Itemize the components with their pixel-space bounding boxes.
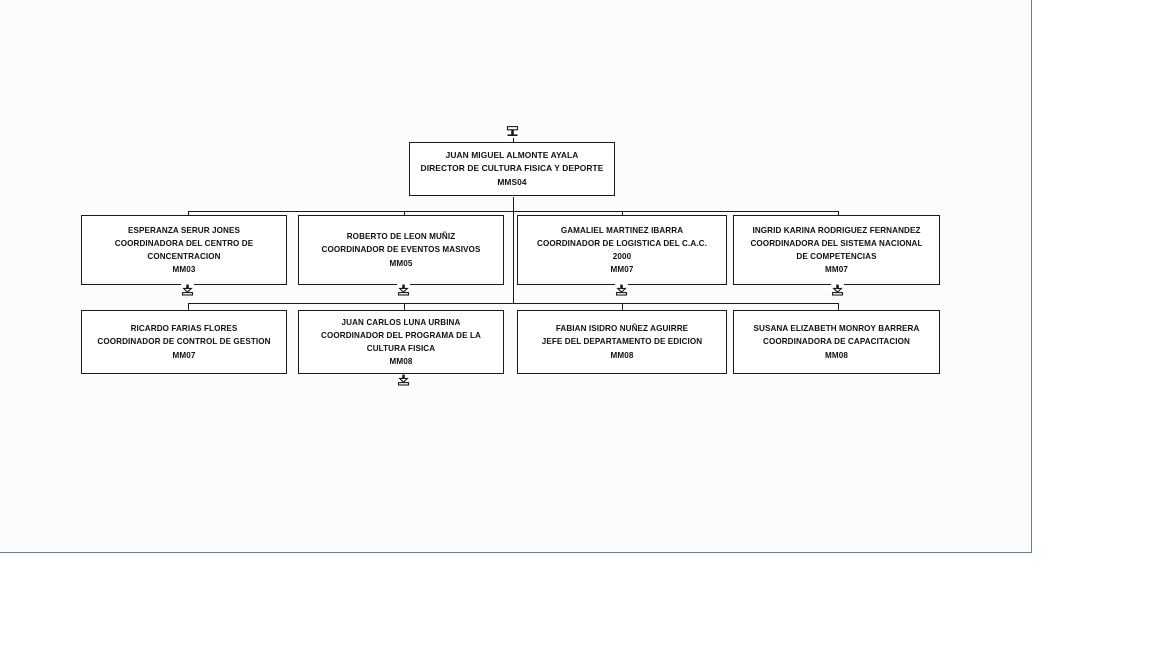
node-level2-2[interactable]: JUAN CARLOS LUNA URBINA COORDINADOR DEL … (298, 310, 504, 374)
node-level2-1[interactable]: RICARDO FARIAS FLORES COORDINADOR DE CON… (81, 310, 287, 374)
node-level1-2-name: ROBERTO DE LEON MUÑIZ (346, 232, 456, 242)
connector-drop-level1-3 (622, 211, 624, 218)
node-level2-2-title-line2: CULTURA FISICA (366, 344, 436, 353)
node-root[interactable]: JUAN MIGUEL ALMONTE AYALA DIRECTOR DE CU… (409, 142, 615, 196)
node-level2-3[interactable]: FABIAN ISIDRO NUÑEZ AGUIRRE JEFE DEL DEP… (517, 310, 727, 374)
collapse-down-icon-level1-3[interactable] (615, 284, 628, 296)
connector-root-down (513, 197, 515, 212)
connector-drop-level1-4 (838, 211, 840, 218)
node-level2-3-code: MM08 (610, 350, 634, 360)
node-root-code: MMS04 (497, 176, 527, 187)
node-level1-4[interactable]: INGRID KARINA RODRIGUEZ FERNANDEZ COORDI… (733, 215, 940, 285)
connector-drop-level2-2 (404, 303, 406, 311)
collapse-down-icon-level2-2[interactable] (397, 374, 410, 386)
connector-drop-level1-2 (404, 211, 406, 218)
node-level1-4-title-line2: DE COMPETENCIAS (796, 252, 877, 261)
node-level2-2-title-line1: COORDINADOR DEL PROGRAMA DE LA (321, 330, 481, 340)
node-level1-3-name: GAMALIEL MARTINEZ IBARRA (560, 225, 684, 235)
collapse-down-icon-level1-1[interactable] (181, 284, 194, 296)
node-level1-2-title-line1: COORDINADOR DE EVENTOS MASIVOS (321, 245, 481, 255)
node-level1-3-title-line2: 2000 (612, 252, 632, 261)
connector-drop-level2-3 (622, 303, 624, 311)
node-level2-2-code: MM08 (389, 357, 413, 367)
node-level1-3[interactable]: GAMALIEL MARTINEZ IBARRA COORDINADOR DE … (517, 215, 727, 285)
node-level1-4-title-line1: COORDINADORA DEL SISTEMA NACIONAL (750, 238, 923, 248)
connector-root-top (513, 133, 515, 144)
node-level1-4-name: INGRID KARINA RODRIGUEZ FERNANDEZ (752, 225, 921, 235)
node-level1-4-code: MM07 (825, 265, 848, 275)
collapse-down-icon-level1-4[interactable] (831, 284, 844, 296)
expand-up-icon[interactable] (506, 126, 519, 138)
node-level2-1-code: MM07 (172, 350, 196, 360)
node-level2-1-name: RICARDO FARIAS FLORES (130, 324, 238, 334)
document-page: JUAN MIGUEL ALMONTE AYALA DIRECTOR DE CU… (0, 0, 1032, 553)
node-level2-3-title-line1: JEFE DEL DEPARTAMENTO DE EDICION (541, 337, 703, 347)
node-level1-1-code: MM03 (172, 265, 196, 275)
connector-drop-level2-4 (838, 303, 840, 311)
connector-drop-level1-1 (188, 211, 190, 218)
node-level1-1-name: ESPERANZA SERUR JONES (128, 225, 240, 235)
node-level2-2-name: JUAN CARLOS LUNA URBINA (341, 317, 461, 327)
node-level1-2[interactable]: ROBERTO DE LEON MUÑIZ COORDINADOR DE EVE… (298, 215, 504, 285)
node-level2-3-name: FABIAN ISIDRO NUÑEZ AGUIRRE (555, 324, 689, 334)
node-level2-4-title-line1: COORDINADORA DE CAPACITACION (763, 337, 910, 347)
node-root-title: DIRECTOR DE CULTURA FISICA Y DEPORTE (420, 163, 604, 174)
node-level2-4[interactable]: SUSANA ELIZABETH MONROY BARRERA COORDINA… (733, 310, 940, 374)
node-level2-4-code: MM08 (825, 350, 848, 360)
connector-spine-to-level2 (513, 211, 515, 304)
node-level2-4-name: SUSANA ELIZABETH MONROY BARRERA (753, 324, 920, 334)
node-level2-1-title-line1: COORDINADOR DE CONTROL DE GESTION (97, 337, 271, 347)
connector-level2-bus (188, 303, 838, 305)
node-level1-1[interactable]: ESPERANZA SERUR JONES COORDINADORA DEL C… (81, 215, 287, 285)
node-root-name: JUAN MIGUEL ALMONTE AYALA (445, 149, 579, 160)
node-level1-2-code: MM05 (389, 258, 413, 268)
connector-drop-level2-1 (188, 303, 190, 311)
organizational-chart: JUAN MIGUEL ALMONTE AYALA DIRECTOR DE CU… (81, 126, 940, 386)
node-level1-3-code: MM07 (610, 265, 634, 275)
node-level1-1-title-line2: CONCENTRACION (147, 252, 221, 261)
node-level1-1-title-line1: COORDINADORA DEL CENTRO DE (114, 238, 254, 248)
node-level1-3-title-line1: COORDINADOR DE LOGISTICA DEL C.A.C. (537, 238, 707, 248)
collapse-down-icon-level1-2[interactable] (397, 284, 410, 296)
